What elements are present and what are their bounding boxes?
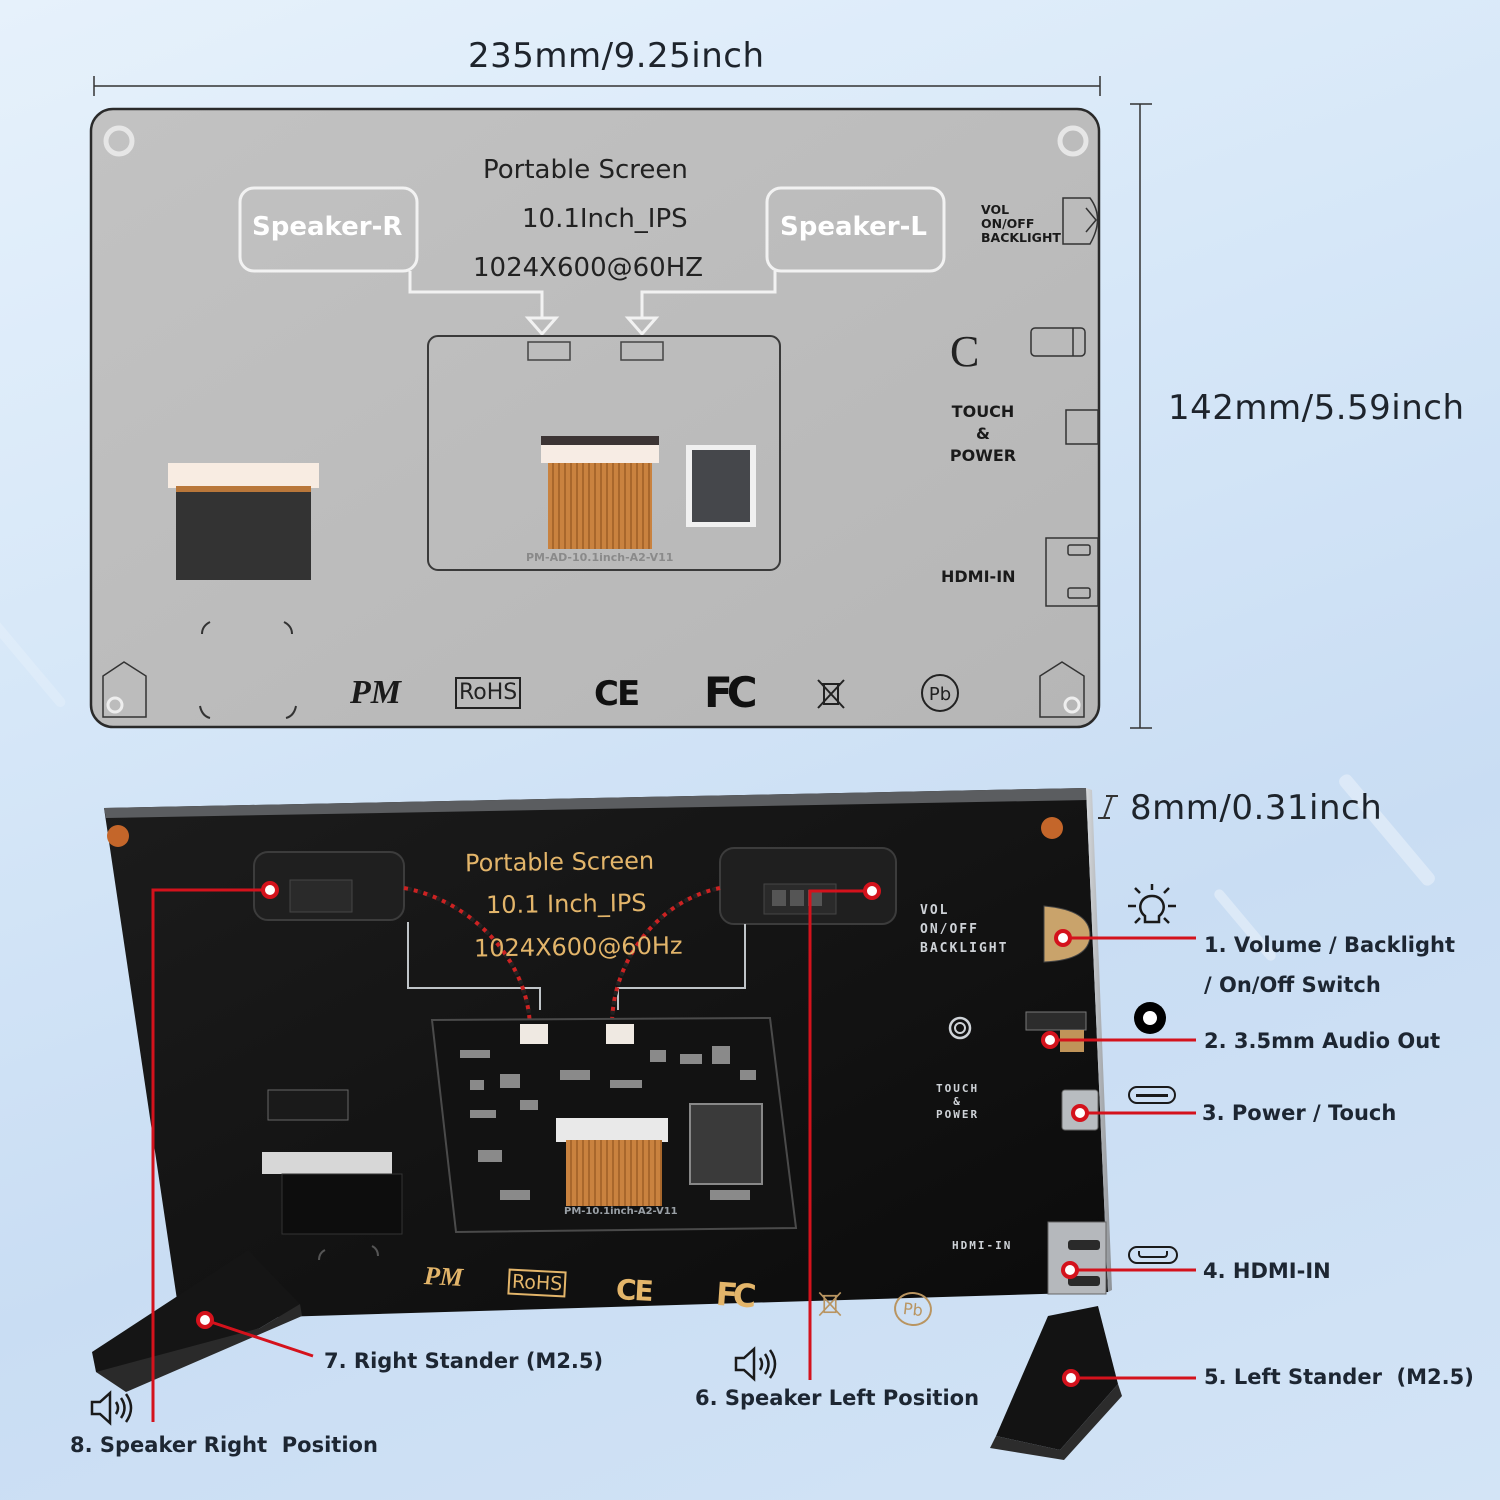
rohs-mark: RoHS (455, 677, 522, 709)
callout-dots (196, 881, 1089, 1387)
callout-6-speaker-left: 6. Speaker Left Position (695, 1386, 980, 1410)
touch-line: TOUCH (936, 1082, 980, 1095)
callout-5-left-stander: 5. Left Stander (M2.5) (1204, 1365, 1474, 1389)
pm-logo: PM (350, 674, 401, 711)
width-dimension-label: 235mm/9.25inch (468, 36, 765, 76)
power-line: POWER (936, 1108, 980, 1121)
speaker-l-label: Speaker-L (780, 212, 927, 242)
diagram-title-line-2: 10.1Inch_IPS (522, 204, 688, 234)
lightbulb-icon (1128, 884, 1176, 924)
diagram-vol-label: VOL ON/OFF BACKLIGHT (981, 203, 1061, 245)
photo-title-line-1: Portable Screen (464, 846, 655, 878)
callout-7-right-stander: 7. Right Stander (M2.5) (324, 1349, 604, 1373)
onoff-line: ON/OFF (920, 922, 979, 937)
width-dimension-line (93, 76, 1101, 96)
diagram-touch-power-label: TOUCH & POWER (944, 401, 1022, 467)
callout-3-power-touch: 3. Power / Touch (1202, 1101, 1397, 1125)
callout-lines (151, 888, 1196, 1422)
mini-hdmi-icon (1128, 1246, 1178, 1264)
height-dimension-label: 142mm/5.59inch (1168, 388, 1465, 428)
callout-1-line-1: 1. Volume / Backlight (1204, 933, 1456, 957)
photo-ce-mark: CE (615, 1273, 653, 1308)
touch-line: TOUCH (951, 402, 1015, 421)
speaker-r-label: Speaker-R (252, 212, 403, 242)
photo-title-line-2: 10.1 Inch_IPS (485, 888, 647, 920)
photo-title-line-3: 1024X600@60Hz (473, 931, 683, 963)
speaker-icon (90, 1390, 133, 1426)
photo-board-code: PM-10.1inch-A2-V11 (564, 1206, 678, 1217)
diagram-hdmi-label: HDMI-IN (941, 567, 1016, 586)
power-line: POWER (949, 446, 1017, 465)
callout-8-speaker-right: 8. Speaker Right Position (70, 1433, 378, 1457)
photo-fcc-mark: FC (714, 1274, 753, 1316)
vol-line: VOL (920, 903, 950, 918)
ce-mark: CE (594, 674, 640, 714)
callout-1-line-2: / On/Off Switch (1204, 973, 1381, 997)
audio-jack-icon (1134, 1002, 1166, 1034)
diagram-title-line-3: 1024X600@60HZ (473, 253, 704, 283)
photo-weee-bin-icon (818, 1291, 842, 1317)
backlight-line: BACKLIGHT (920, 941, 1009, 956)
photo-pm-logo: PM (423, 1261, 464, 1293)
height-dimension-line (1130, 103, 1152, 729)
fcc-mark: FC (704, 668, 757, 717)
photo-vol-label: VOL ON/OFF BACKLIGHT (920, 901, 1008, 958)
usb-c-icon (1128, 1086, 1176, 1104)
audio-symbol: C (950, 327, 980, 376)
amp-line: & (953, 1095, 962, 1108)
thickness-marker-icon (1098, 795, 1118, 819)
diagram-panel (89, 107, 1101, 729)
thickness-dimension-label: 8mm/0.31inch (1130, 788, 1383, 828)
callout-2-audio-out: 2. 3.5mm Audio Out (1204, 1029, 1441, 1053)
photo-touch-power-label: TOUCH & POWER (936, 1082, 979, 1121)
photo-hdmi-label: HDMI-IN (952, 1239, 1013, 1252)
callout-1-volume-backlight: 1. Volume / Backlight / On/Off Switch (1204, 925, 1455, 1005)
speaker-icon (734, 1346, 777, 1382)
weee-bin-icon (817, 679, 845, 709)
pb-free-mark: Pb (921, 674, 959, 712)
callout-4-hdmi-in: 4. HDMI-IN (1203, 1259, 1331, 1283)
vol-line: VOL (981, 202, 1010, 217)
backlight-line: BACKLIGHT (981, 230, 1061, 245)
amp-line: & (976, 424, 990, 443)
photo-rohs-mark: RoHS (507, 1268, 567, 1298)
device-photo (92, 788, 1122, 1460)
diagram-board-code: PM-AD-10.1inch-A2-V11 (526, 551, 674, 564)
diagram-title-line-1: Portable Screen (483, 155, 688, 185)
onoff-line: ON/OFF (981, 216, 1035, 231)
